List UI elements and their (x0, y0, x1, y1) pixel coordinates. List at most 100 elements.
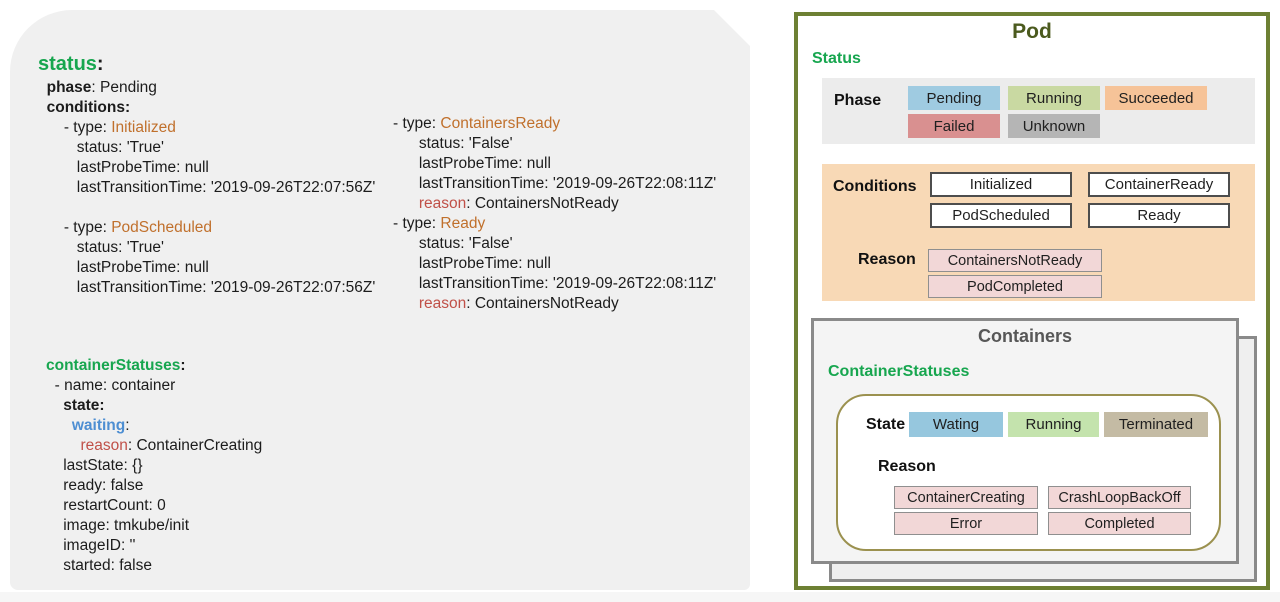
yaml-line: status: 'False' (393, 134, 716, 154)
yaml-token: started: false (46, 557, 152, 574)
phase-badge-unknown: Unknown (1008, 114, 1100, 138)
yaml-container-statuses-block: containerStatuses: - name: container sta… (46, 356, 262, 576)
yaml-token: conditions (38, 99, 125, 116)
conditions-section: Conditions Initialized ContainerReady Po… (822, 164, 1255, 301)
yaml-line: waiting: (46, 416, 262, 436)
yaml-token (393, 295, 419, 312)
yaml-token: : (124, 99, 131, 116)
condition-box-containerready: ContainerReady (1088, 172, 1230, 197)
yaml-line (38, 198, 375, 218)
reason-box-crashloopbackoff: CrashLoopBackOff (1048, 486, 1191, 509)
reason-box-error: Error (894, 512, 1038, 535)
yaml-token: waiting (46, 417, 126, 434)
yaml-line: containerStatuses: (46, 356, 262, 376)
yaml-token (46, 437, 80, 454)
yaml-token: imageID: '' (46, 537, 136, 554)
yaml-token: status: 'True' (38, 239, 164, 256)
yaml-line: reason: ContainerCreating (46, 436, 262, 456)
yaml-token: lastProbeTime: null (393, 155, 551, 172)
yaml-token: lastProbeTime: null (393, 255, 551, 272)
yaml-line: - type: ContainersReady (393, 114, 716, 134)
yaml-line: reason: ContainersNotReady (393, 194, 716, 214)
yaml-status-block: status: phase: Pending conditions: - typ… (38, 50, 375, 298)
yaml-token: lastTransitionTime: '2019-09-26T22:08:11… (393, 275, 717, 292)
yaml-token: image: tmkube/init (46, 517, 190, 534)
state-badge-terminated: Terminated (1104, 412, 1208, 437)
state-badge-wating: Wating (909, 412, 1003, 437)
yaml-line: - name: container (46, 376, 262, 396)
yaml-token: status: 'False' (393, 135, 513, 152)
conditions-reason-label: Reason (858, 251, 916, 268)
condition-box-ready: Ready (1088, 203, 1230, 228)
container-reason-label: Reason (878, 458, 936, 475)
pod-title: Pod (1012, 20, 1052, 43)
yaml-token: lastProbeTime: null (38, 259, 209, 276)
bottom-strip (0, 592, 1280, 602)
yaml-line: status: 'False' (393, 234, 716, 254)
yaml-token: lastState: {} (46, 457, 143, 474)
yaml-token: : (180, 357, 186, 374)
yaml-token: Ready (440, 215, 486, 232)
yaml-token: - type: (393, 215, 441, 232)
yaml-token: lastTransitionTime: '2019-09-26T22:07:56… (38, 279, 376, 296)
yaml-line: lastProbeTime: null (38, 258, 375, 278)
yaml-token: : ContainersNotReady (466, 295, 619, 312)
yaml-token: reason (418, 195, 467, 212)
yaml-line: lastProbeTime: null (393, 154, 716, 174)
yaml-token: - type: (38, 219, 112, 236)
condition-box-podscheduled: PodScheduled (930, 203, 1072, 228)
reason-box-completed: Completed (1048, 512, 1191, 535)
yaml-token: reason (80, 437, 128, 454)
yaml-token: status: 'False' (393, 235, 513, 252)
conditions-label: Conditions (833, 178, 917, 195)
yaml-line: lastProbeTime: null (393, 254, 716, 274)
yaml-line: status: (38, 50, 375, 78)
phase-badge-failed: Failed (908, 114, 1000, 138)
yaml-token: : ContainerCreating (127, 437, 263, 454)
phase-label: Phase (834, 92, 882, 109)
yaml-line: lastProbeTime: null (38, 158, 375, 178)
yaml-line: conditions: (38, 98, 375, 118)
state-label: State (866, 416, 906, 433)
phase-badge-pending: Pending (908, 86, 1000, 110)
phase-badge-running: Running (1008, 86, 1100, 110)
yaml-line: lastTransitionTime: '2019-09-26T22:07:56… (38, 278, 376, 298)
yaml-token: - type: (393, 115, 441, 132)
yaml-token: lastTransitionTime: '2019-09-26T22:07:56… (38, 179, 376, 196)
yaml-token: state (46, 397, 100, 414)
yaml-token: lastTransitionTime: '2019-09-26T22:08:11… (393, 175, 717, 192)
containers-section: Containers ContainerStatuses State Watin… (811, 318, 1239, 564)
reason-box-podcompleted: PodCompleted (928, 275, 1102, 298)
yaml-token: PodScheduled (111, 219, 213, 236)
yaml-line: restartCount: 0 (46, 496, 262, 516)
yaml-line: lastTransitionTime: '2019-09-26T22:08:11… (393, 174, 716, 194)
panel-corner-bevel (714, 10, 750, 46)
condition-box-initialized: Initialized (930, 172, 1072, 197)
yaml-token: : (96, 53, 104, 75)
yaml-line: started: false (46, 556, 262, 576)
yaml-line: imageID: '' (46, 536, 262, 556)
yaml-token: : (125, 417, 130, 434)
yaml-status-panel: status: phase: Pending conditions: - typ… (10, 10, 750, 590)
yaml-conditions-right-block: - type: ContainersReady status: 'False' … (393, 114, 716, 314)
yaml-line: status: 'True' (38, 238, 375, 258)
yaml-line: - type: Initialized (38, 118, 375, 138)
yaml-line: status: 'True' (38, 138, 375, 158)
yaml-token: : Pending (91, 79, 157, 96)
yaml-token: lastProbeTime: null (38, 159, 209, 176)
yaml-token: restartCount: 0 (46, 497, 166, 514)
yaml-line: - type: PodScheduled (38, 218, 375, 238)
status-section-label: Status (812, 50, 861, 67)
phase-badge-succeeded: Succeeded (1105, 86, 1207, 110)
yaml-line: phase: Pending (38, 78, 375, 98)
yaml-token: phase (38, 79, 92, 96)
phase-section: Phase Pending Running Succeeded Failed U… (822, 78, 1255, 144)
yaml-token: status (38, 53, 97, 75)
yaml-line: lastState: {} (46, 456, 262, 476)
yaml-token: : ContainersNotReady (466, 195, 619, 212)
yaml-token: status: 'True' (38, 139, 164, 156)
yaml-token: ready: false (46, 477, 144, 494)
yaml-token: containerStatuses (46, 357, 181, 374)
yaml-line: state: (46, 396, 262, 416)
